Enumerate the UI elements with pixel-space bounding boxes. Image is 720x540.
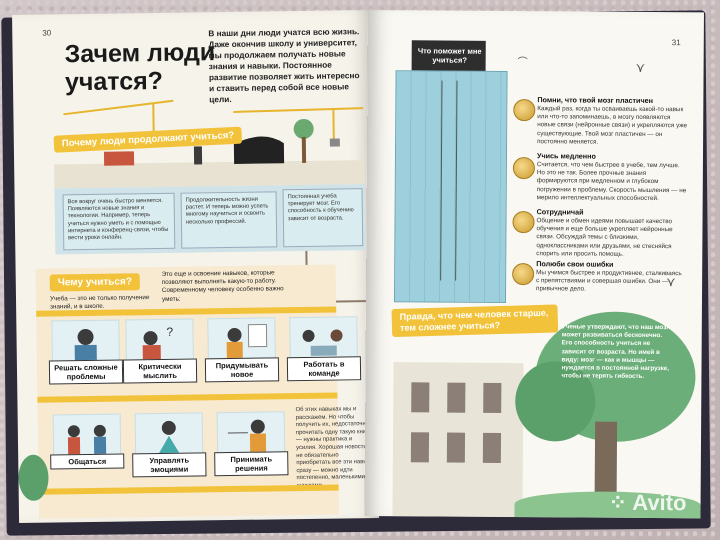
coin-icon <box>512 157 535 180</box>
skill-image <box>52 413 122 461</box>
skill-label: Решать сложные проблемы <box>48 359 124 385</box>
page-number-right: 31 <box>671 38 681 48</box>
page-number-left: 30 <box>42 28 52 38</box>
bird-icon: ⌒ <box>517 57 528 69</box>
skill-card-critical: ? Критически мыслить <box>122 318 198 387</box>
skill-label: Принимать решения <box>214 451 289 477</box>
watermark-icon: ⁘ <box>608 489 633 515</box>
tip-heading-1: Помни, что твой мозг пластичен <box>537 95 654 105</box>
watermark: ⁘ Avito <box>608 490 686 517</box>
tip-heading-4: Полюби свои ошибки <box>536 259 614 269</box>
skill-card-problems: Решать сложные проблемы <box>48 319 124 389</box>
skill-image <box>216 411 286 459</box>
building-windows <box>410 382 502 463</box>
coin-icon <box>512 211 535 234</box>
skill-label: Работать в команде <box>286 356 362 382</box>
tower-sign: Что поможет мне учиться? <box>417 46 482 65</box>
skill-card-decisions: Принимать решения <box>214 411 289 480</box>
skill-image <box>289 316 358 364</box>
skill-card-communicate: Общаться <box>50 413 125 483</box>
tip-text-1: Каждый раз, когда ты осваиваешь какой-то… <box>537 105 688 146</box>
tip-text-3: Общение и обмен идеями повышает качество… <box>536 217 673 258</box>
why-box-3: Постоянная учеба тренирует мозг. Его спо… <box>282 188 364 248</box>
coin-icon <box>513 99 536 122</box>
closing-text: Об этих навыках мы и расскажем. Но чтобы… <box>295 406 374 489</box>
left-tree <box>18 454 49 523</box>
right-page: 31 Что поможет мне учиться? Помни, что т… <box>364 10 704 519</box>
tip-heading-2: Учись медленно <box>536 151 596 161</box>
why-box-1: Все вокруг очень быстро меняется. Появля… <box>62 192 176 251</box>
coin-icon <box>512 263 535 286</box>
skill-card-emotions: Управлять эмоциями <box>132 412 207 481</box>
watermark-text: Avito <box>632 489 687 516</box>
page-title: Зачем люди учатся? <box>64 38 216 97</box>
crane-illustration <box>63 99 364 147</box>
answer-text: Ученые утверждают, что наш мозг может ра… <box>561 323 670 381</box>
tip-text-4: Мы учимся быстрее и продуктивнее, сталки… <box>536 269 682 293</box>
bird-icon: ⋎ <box>666 274 676 290</box>
tip-text-2: Считается, что чем быстрее в учебе, тем … <box>536 161 687 202</box>
skill-label: Придумывать новое <box>204 357 280 383</box>
svg-text:?: ? <box>166 325 173 339</box>
skill-card-creative: Придумывать новое <box>204 317 280 386</box>
skill-label: Управлять эмоциями <box>132 452 207 478</box>
skill-label: Общаться <box>50 453 125 470</box>
why-box-2: Продолжительность жизни растет. И теперь… <box>180 191 278 249</box>
tip-heading-3: Сотрудничай <box>536 207 584 217</box>
elevator-shaft <box>440 80 458 281</box>
bird-icon: ⋎ <box>635 59 646 75</box>
left-page: 30 Зачем люди учатся? В наши дни люди уч… <box>12 10 380 523</box>
what-text: Это еще и освоение навыков, которые позв… <box>161 269 284 303</box>
skill-label: Критически мыслить <box>122 358 198 384</box>
what-banner: Чему учиться? <box>49 273 141 292</box>
skill-card-team: Работать в команде <box>286 316 362 385</box>
